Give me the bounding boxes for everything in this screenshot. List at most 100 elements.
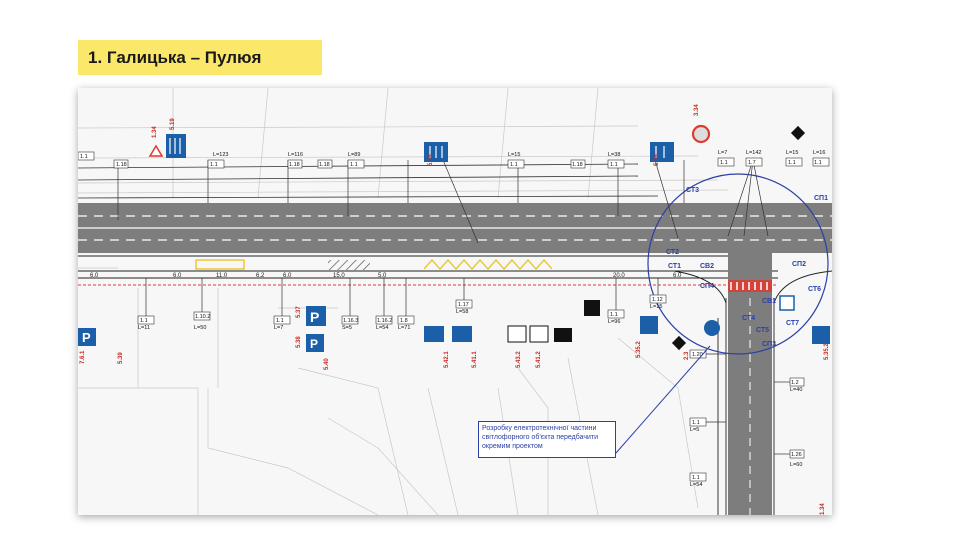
svg-text:5.35.2: 5.35.2 [636, 341, 642, 358]
svg-text:L=54: L=54 [690, 482, 702, 488]
parking-sign-3 [306, 334, 324, 352]
svg-text:1.1: 1.1 [80, 154, 88, 160]
svg-text:P: P [310, 337, 318, 351]
note-leader [615, 345, 711, 454]
svg-text:СТ5: СТ5 [756, 327, 769, 334]
svg-text:L=16: L=16 [813, 150, 825, 156]
project-note-text: Розробку електротехнічної частини світло… [482, 425, 599, 450]
cross-street-edges [673, 270, 832, 515]
intersection-detail-circle [647, 173, 829, 355]
svg-text:1.18: 1.18 [319, 162, 330, 168]
svg-text:СП2: СП2 [792, 261, 806, 268]
svg-text:1.1: 1.1 [610, 162, 618, 168]
svg-text:СП1: СП1 [814, 195, 828, 202]
road-signs: P P P [78, 124, 830, 352]
svg-text:1.17: 1.17 [458, 302, 469, 308]
svg-text:L=142: L=142 [746, 150, 761, 156]
svg-text:11.0: 11.0 [216, 273, 228, 279]
crosswalk-sign [640, 316, 658, 334]
svg-text:L=60: L=60 [790, 462, 802, 468]
svg-text:6.0: 6.0 [673, 273, 682, 279]
red-crossing [728, 280, 772, 292]
svg-text:1.7: 1.7 [748, 160, 756, 166]
parking-sign-2 [306, 306, 326, 326]
lane-sign-a [424, 326, 444, 342]
svg-text:1.18: 1.18 [289, 162, 300, 168]
svg-text:СТ6: СТ6 [808, 286, 821, 293]
svg-text:L=71: L=71 [398, 325, 410, 331]
road-plan-drawing: 1.1 1.18 1.1 1.18 1.18 1.1 1.1 1.18 1.1 … [78, 88, 832, 515]
yellow-zigzag-marking [423, 259, 553, 270]
plan-svg: 1.1 1.18 1.1 1.18 1.18 1.1 1.1 1.18 1.1 … [78, 88, 832, 515]
svg-text:L=116: L=116 [288, 152, 303, 158]
svg-text:5.19: 5.19 [170, 118, 176, 130]
svg-text:СВ2: СВ2 [700, 263, 714, 270]
lower-leaders [145, 278, 790, 455]
svg-text:СТ1: СТ1 [668, 263, 681, 270]
svg-text:6.0: 6.0 [283, 273, 292, 279]
svg-text:1.18: 1.18 [116, 162, 127, 168]
svg-text:L=15: L=15 [508, 152, 520, 158]
svg-text:L=15: L=15 [786, 150, 798, 156]
svg-text:1.12: 1.12 [652, 297, 663, 303]
lane-sign-d [529, 325, 549, 343]
lower-edge-lines [78, 255, 778, 279]
svg-text:5.37: 5.37 [296, 306, 302, 318]
lane-sign-c [507, 325, 527, 343]
svg-text:L=15: L=15 [650, 304, 662, 310]
svg-text:1.1: 1.1 [814, 160, 822, 166]
svg-text:5.0: 5.0 [378, 273, 387, 279]
svg-text:P: P [310, 309, 319, 325]
svg-text:L=7: L=7 [274, 325, 283, 331]
lane-sign-b [452, 326, 472, 342]
svg-text:5.40: 5.40 [324, 358, 330, 370]
svg-text:5.43.2: 5.43.2 [516, 351, 522, 368]
svg-text:5.39: 5.39 [118, 352, 124, 364]
svg-text:6.0: 6.0 [90, 273, 99, 279]
svg-text:20.0: 20.0 [613, 273, 625, 279]
svg-text:1.26: 1.26 [791, 452, 802, 458]
svg-text:1.1: 1.1 [692, 420, 700, 426]
lower-marker-row: 1.1 1.10.2 1.1 1.16.3 1.16.2 1.8 1.17 1.… [137, 294, 805, 488]
svg-text:1.1: 1.1 [350, 162, 358, 168]
svg-text:1.1: 1.1 [692, 475, 700, 481]
svg-text:СП3: СП3 [762, 341, 776, 348]
svg-text:1.20: 1.20 [692, 352, 703, 358]
svg-text:1.1: 1.1 [140, 318, 148, 324]
yellow-bus-stop-marking [195, 259, 245, 270]
priority-road-sign-2 [671, 335, 687, 351]
svg-text:L=50: L=50 [194, 325, 206, 331]
svg-text:1.34: 1.34 [152, 126, 158, 138]
svg-text:L=7: L=7 [718, 150, 727, 156]
svg-text:5.41.2: 5.41.2 [536, 351, 542, 368]
signal-labels: СП1 СТ3 СТ2 СТ1 СВ2 СП4 СВ1 СТ4 СТ5 СТ6 … [666, 187, 828, 348]
svg-text:L=40: L=40 [790, 387, 802, 393]
warning-sign [148, 144, 164, 157]
svg-text:L=89: L=89 [348, 152, 360, 158]
svg-text:СТ4: СТ4 [742, 315, 755, 322]
svg-text:L=11: L=11 [138, 325, 150, 331]
svg-text:1.1: 1.1 [788, 160, 796, 166]
slide-title: 1. Галицька – Пулюя [78, 40, 322, 75]
svg-text:L=123: L=123 [213, 152, 228, 158]
svg-text:L=96: L=96 [608, 319, 620, 325]
svg-text:1.18: 1.18 [572, 162, 583, 168]
pedestrian-sign-black [554, 328, 572, 342]
background-survey-lines [78, 88, 729, 515]
crosswalk-stripes [730, 282, 768, 290]
svg-text:5.16: 5.16 [428, 154, 434, 166]
sign-code-labels: 1.34 5.19 5.16 5.16 3.34 7.6.1 5.39 5.37… [80, 104, 830, 515]
svg-text:5.42.1: 5.42.1 [444, 351, 450, 368]
project-note-box: Розробку електротехнічної частини світло… [478, 421, 616, 458]
svg-text:1.1: 1.1 [210, 162, 218, 168]
svg-text:5.35.2: 5.35.2 [824, 343, 830, 360]
svg-text:7.6.1: 7.6.1 [80, 350, 86, 364]
svg-text:1.34: 1.34 [820, 503, 826, 515]
roundabout-sign [704, 320, 720, 336]
svg-text:2.3: 2.3 [684, 351, 690, 360]
svg-text:S=5: S=5 [342, 325, 352, 331]
svg-text:6.2: 6.2 [256, 273, 265, 279]
svg-text:1.1: 1.1 [720, 160, 728, 166]
svg-text:СТ3: СТ3 [686, 187, 699, 194]
